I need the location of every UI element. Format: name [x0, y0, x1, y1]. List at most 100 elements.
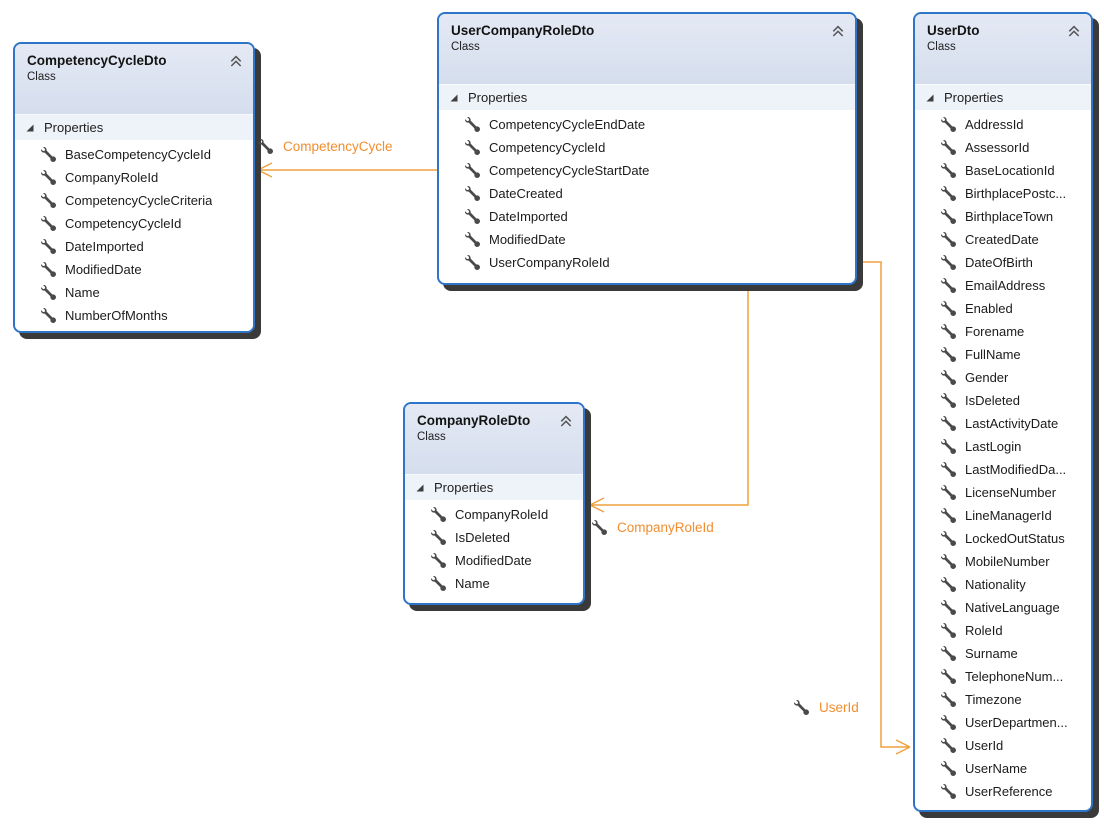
property-row[interactable]: CompetencyCycleEndDate [439, 113, 855, 136]
expander-triangle-icon[interactable] [926, 90, 934, 105]
expander-triangle-icon[interactable] [26, 120, 34, 135]
property-row[interactable]: UserReference [915, 780, 1091, 803]
connector-label-companyroleid[interactable]: CompanyRoleId [592, 520, 714, 535]
property-row[interactable]: Gender [915, 366, 1091, 389]
property-row[interactable]: TelephoneNum... [915, 665, 1091, 688]
wrench-icon [465, 232, 480, 247]
property-row[interactable]: FullName [915, 343, 1091, 366]
property-row[interactable]: CreatedDate [915, 228, 1091, 251]
property-row[interactable]: AddressId [915, 113, 1091, 136]
property-name: BaseCompetencyCycleId [65, 147, 211, 162]
class-header-text: CompetencyCycleDto Class [27, 53, 167, 83]
property-row[interactable]: Timezone [915, 688, 1091, 711]
connector-companyroleid[interactable] [589, 285, 749, 513]
wrench-icon [941, 301, 956, 316]
class-title: UserCompanyRoleDto [451, 23, 595, 38]
property-row[interactable]: ModifiedDate [15, 258, 253, 281]
property-row[interactable]: CompetencyCycleStartDate [439, 159, 855, 182]
collapse-chevron-icon[interactable] [1067, 25, 1081, 43]
property-row[interactable]: Enabled [915, 297, 1091, 320]
property-row[interactable]: LicenseNumber [915, 481, 1091, 504]
property-row[interactable]: LastLogin [915, 435, 1091, 458]
property-row[interactable]: MobileNumber [915, 550, 1091, 573]
property-name: ModifiedDate [489, 232, 566, 247]
property-name: ModifiedDate [455, 553, 532, 568]
wrench-icon [431, 576, 446, 591]
properties-section-header[interactable]: Properties [405, 474, 583, 500]
property-name: Surname [965, 646, 1018, 661]
connector-userid[interactable] [857, 261, 911, 755]
connector-competencycycle[interactable] [257, 162, 437, 178]
property-row[interactable]: BirthplaceTown [915, 205, 1091, 228]
connector-label-competencycycle[interactable]: CompetencyCycle [258, 139, 393, 154]
class-box-companyroledto[interactable]: CompanyRoleDto Class Properties CompanyR… [403, 402, 585, 605]
property-row[interactable]: BaseLocationId [915, 159, 1091, 182]
property-name: TelephoneNum... [965, 669, 1064, 684]
property-row[interactable]: BaseCompetencyCycleId [15, 143, 253, 166]
expander-triangle-icon[interactable] [416, 480, 424, 495]
class-header[interactable]: CompetencyCycleDto Class [15, 44, 253, 114]
property-row[interactable]: CompanyRoleId [405, 503, 583, 526]
wrench-icon [941, 784, 956, 799]
class-stereotype: Class [27, 71, 56, 83]
properties-section-header[interactable]: Properties [915, 84, 1091, 110]
properties-section-header[interactable]: Properties [15, 114, 253, 140]
property-row[interactable]: DateImported [439, 205, 855, 228]
property-row[interactable]: LastModifiedDa... [915, 458, 1091, 481]
property-row[interactable]: UserId [915, 734, 1091, 757]
wrench-icon [941, 600, 956, 615]
property-row[interactable]: UserCompanyRoleId [439, 251, 855, 274]
wrench-icon [41, 170, 56, 185]
property-row[interactable]: Surname [915, 642, 1091, 665]
property-row[interactable]: UserName [915, 757, 1091, 780]
property-row[interactable]: Name [405, 572, 583, 595]
properties-label: Properties [944, 90, 1004, 105]
property-row[interactable]: ModifiedDate [405, 549, 583, 572]
collapse-chevron-icon[interactable] [831, 25, 845, 43]
class-box-competencycycledto[interactable]: CompetencyCycleDto Class Properties Base… [13, 42, 255, 333]
property-name: IsDeleted [455, 530, 510, 545]
property-row[interactable]: NativeLanguage [915, 596, 1091, 619]
property-row[interactable]: LineManagerId [915, 504, 1091, 527]
wrench-icon [41, 193, 56, 208]
property-row[interactable]: ModifiedDate [439, 228, 855, 251]
property-row[interactable]: Name [15, 281, 253, 304]
property-row[interactable]: AssessorId [915, 136, 1091, 159]
property-row[interactable]: CompetencyCycleId [15, 212, 253, 235]
property-name: CompetencyCycleId [65, 216, 182, 231]
property-row[interactable]: CompetencyCycleCriteria [15, 189, 253, 212]
property-name: LicenseNumber [965, 485, 1057, 500]
property-row[interactable]: CompanyRoleId [15, 166, 253, 189]
property-row[interactable]: Nationality [915, 573, 1091, 596]
property-row[interactable]: NumberOfMonths [15, 304, 253, 327]
collapse-chevron-icon[interactable] [559, 415, 573, 433]
property-name: MobileNumber [965, 554, 1050, 569]
property-row[interactable]: RoleId [915, 619, 1091, 642]
class-header[interactable]: UserDto Class [915, 14, 1091, 84]
property-row[interactable]: UserDepartmen... [915, 711, 1091, 734]
property-row[interactable]: IsDeleted [405, 526, 583, 549]
property-row[interactable]: IsDeleted [915, 389, 1091, 412]
expander-triangle-icon[interactable] [450, 90, 458, 105]
property-row[interactable]: EmailAddress [915, 274, 1091, 297]
property-row[interactable]: BirthplacePostc... [915, 182, 1091, 205]
class-header[interactable]: CompanyRoleDto Class [405, 404, 583, 474]
property-row[interactable]: CompetencyCycleId [439, 136, 855, 159]
class-box-usercompanyroledto[interactable]: UserCompanyRoleDto Class Properties Comp… [437, 12, 857, 285]
property-row[interactable]: LockedOutStatus [915, 527, 1091, 550]
collapse-chevron-icon[interactable] [229, 55, 243, 73]
property-row[interactable]: DateImported [15, 235, 253, 258]
property-row[interactable]: Forename [915, 320, 1091, 343]
connector-label-userid[interactable]: UserId [794, 700, 859, 715]
property-row[interactable]: LastActivityDate [915, 412, 1091, 435]
property-row[interactable]: DateCreated [439, 182, 855, 205]
wrench-icon [941, 508, 956, 523]
wrench-icon [258, 139, 273, 154]
properties-section-header[interactable]: Properties [439, 84, 855, 110]
property-row[interactable]: DateOfBirth [915, 251, 1091, 274]
property-name: DateCreated [489, 186, 563, 201]
class-header[interactable]: UserCompanyRoleDto Class [439, 14, 855, 84]
wrench-icon [465, 255, 480, 270]
